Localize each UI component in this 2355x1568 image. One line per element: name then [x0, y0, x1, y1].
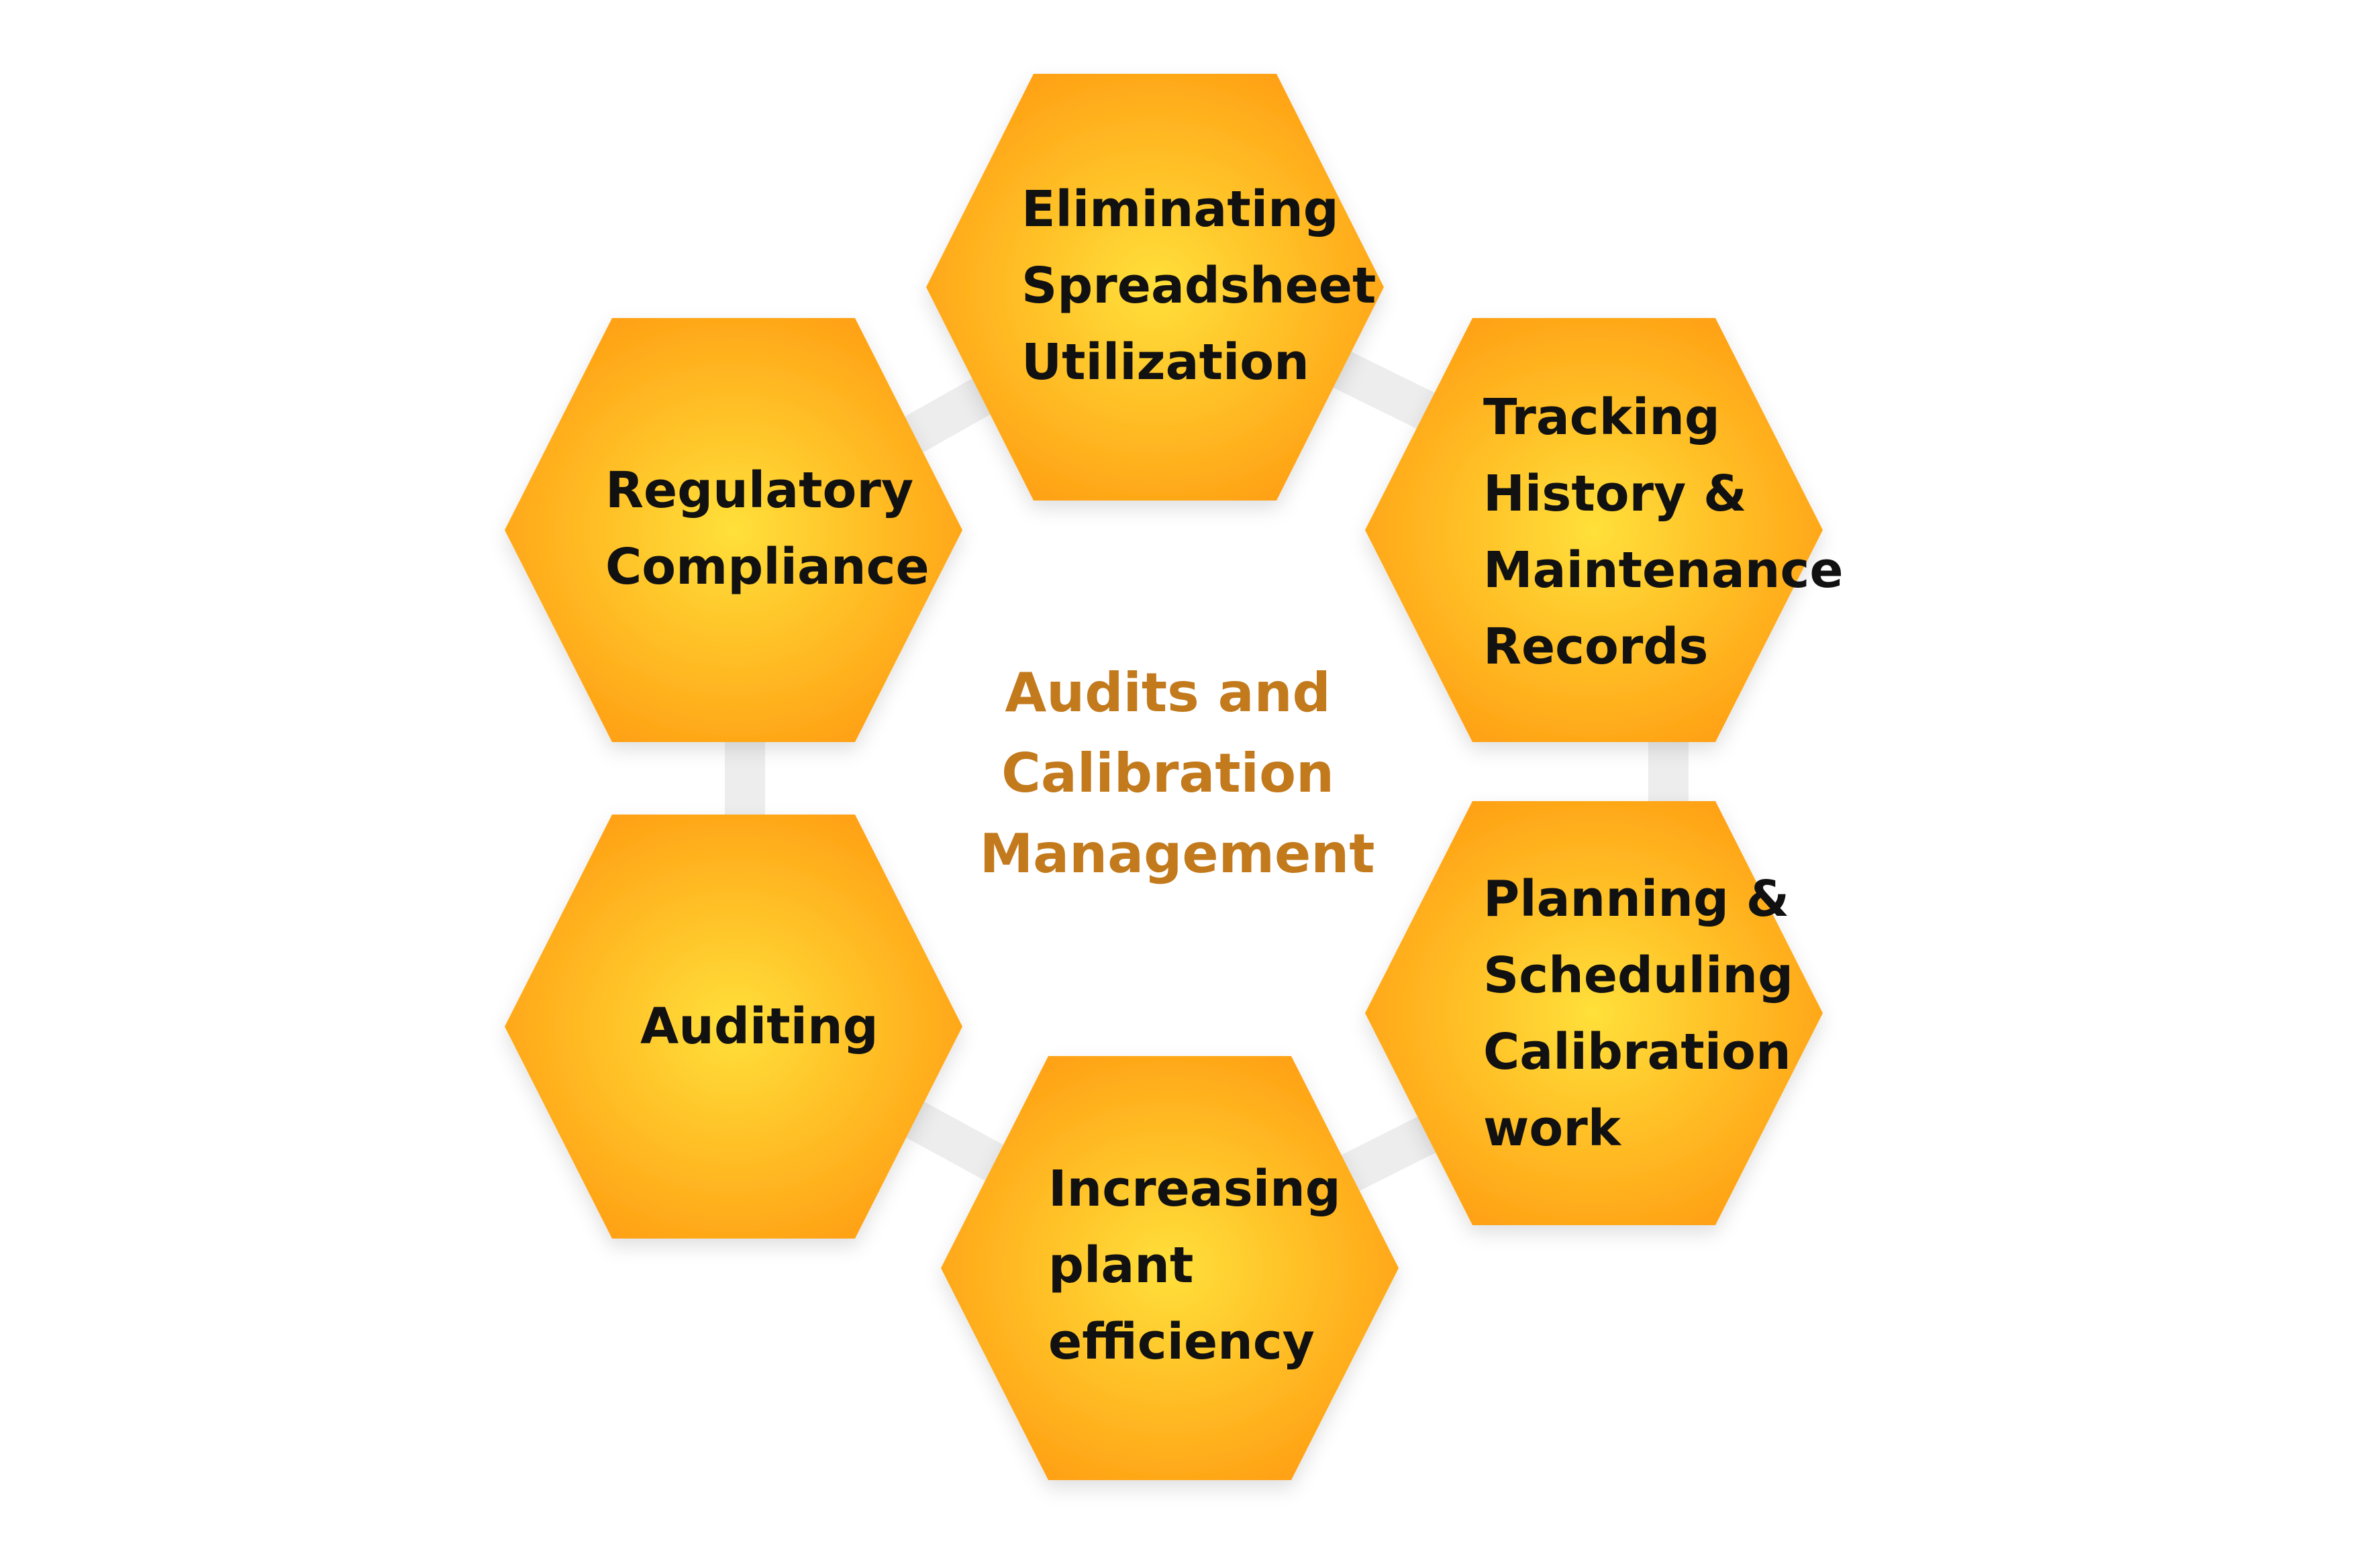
node-label-line: Records: [1483, 618, 1708, 676]
hexagon-shape: [1365, 318, 1823, 742]
node-label-line: Increasing: [1048, 1160, 1341, 1218]
hexagon-shape: [505, 318, 962, 742]
node-label-line: work: [1483, 1100, 1622, 1157]
hex-node-planning-scheduling: Planning & Scheduling Calibration work: [1365, 801, 1823, 1225]
hexagon-shape: [1365, 801, 1823, 1225]
node-label-line: History &: [1483, 465, 1747, 523]
node-label-line: Regulatory: [605, 462, 913, 519]
hex-node-regulatory-compliance: Regulatory Compliance: [505, 318, 962, 742]
node-label-line: Utilization: [1021, 333, 1309, 391]
center-title-line: Management: [980, 823, 1375, 885]
svg-text:Tracking History &: Tracking History & Maintenance Records: [1483, 388, 1860, 676]
hex-node-eliminating-spreadsheet: Eliminating Spreadsheet Utilization: [926, 74, 1393, 501]
hex-node-increasing-efficiency: Increasing plant efficiency: [941, 1056, 1399, 1480]
hexagon-shape: [926, 74, 1384, 501]
node-label-line: Eliminating: [1021, 180, 1339, 238]
svg-text:Regulatory Compliance: Regulatory Compliance: [605, 462, 931, 596]
node-label-line: efficiency: [1048, 1313, 1315, 1371]
node-label-line: Calibration: [1483, 1023, 1791, 1081]
svg-text:Eliminating Spreadsheet: Eliminating Spreadsheet Utilization: [1021, 180, 1393, 391]
hexagon-shape: [505, 815, 962, 1239]
center-title-line: Calibration: [1001, 742, 1334, 804]
svg-text:Auditing: Auditing: [640, 998, 879, 1055]
node-label-line: Auditing: [640, 998, 879, 1055]
center-title-line: Audits and: [1005, 662, 1330, 724]
node-label-line: Tracking: [1483, 388, 1720, 446]
node-label-line: Scheduling: [1483, 947, 1793, 1004]
node-label-line: plant: [1048, 1237, 1193, 1294]
svg-text:Planning & Scheduling: Planning & Scheduling Calibration work: [1483, 870, 1811, 1157]
svg-text:Increasing plant e: Increasing plant efficiency: [1048, 1160, 1358, 1371]
center-title: Audits and Calibration Management: [980, 662, 1375, 885]
hexagon-shape: [941, 1056, 1399, 1480]
hex-node-tracking-history: Tracking History & Maintenance Records: [1365, 318, 1860, 742]
node-label-line: Spreadsheet: [1021, 257, 1376, 315]
node-label-line: Maintenance: [1483, 541, 1844, 599]
hex-node-auditing: Auditing: [505, 815, 962, 1239]
node-label-line: Compliance: [605, 538, 930, 596]
node-label-line: Planning &: [1483, 870, 1789, 928]
